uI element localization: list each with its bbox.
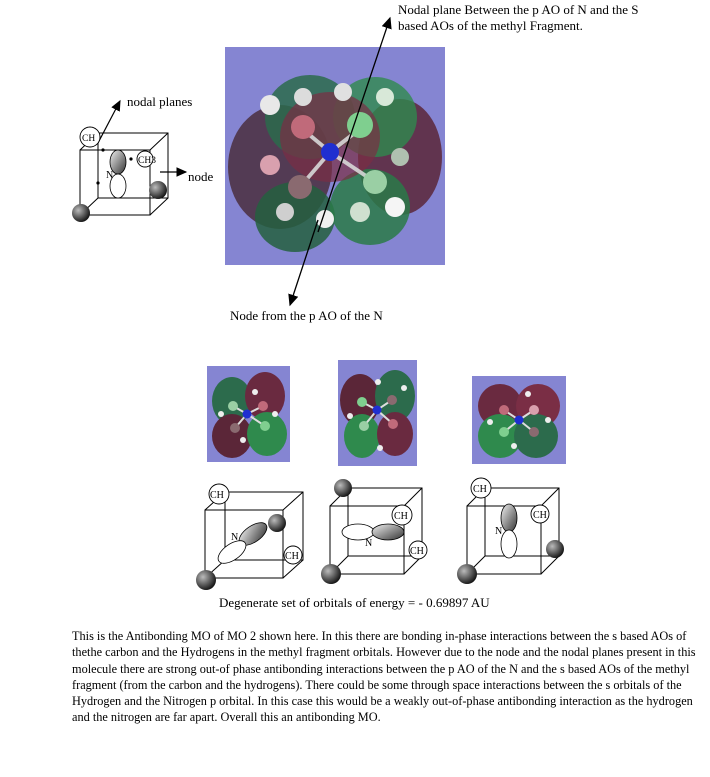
node-annotation: Node from the p AO of the N bbox=[230, 308, 383, 324]
ch3-label-c1a: CH bbox=[210, 490, 224, 501]
orbital-image-3 bbox=[472, 376, 566, 464]
orbital-render-2 bbox=[338, 360, 417, 466]
orbital-image-2 bbox=[338, 360, 417, 466]
cube-diagram-3: CH CH N bbox=[455, 476, 573, 586]
ch3-label-c3a: CH bbox=[473, 484, 487, 495]
explanation-paragraph: This is the Antibonding MO of MO 2 shown… bbox=[72, 628, 702, 726]
cube-diagram-2: CH CH N bbox=[318, 476, 436, 586]
cube-diagram-top: CH CH3 N bbox=[60, 95, 200, 230]
ch3-label-2: CH3 bbox=[138, 156, 156, 166]
n-label-c1: N bbox=[231, 532, 238, 543]
ch3-label-1: CH bbox=[82, 134, 95, 144]
degenerate-caption: Degenerate set of orbitals of energy = -… bbox=[219, 595, 490, 611]
orbital-render-3 bbox=[472, 376, 566, 464]
orbital-render-1 bbox=[207, 366, 290, 462]
n-label-c3: N bbox=[495, 526, 502, 537]
ch3-label-c2a: CH bbox=[394, 511, 408, 522]
n-label-c2: N bbox=[365, 538, 372, 549]
cube-diagram-1: CH CH N bbox=[190, 480, 315, 590]
nodal-plane-arrow bbox=[318, 18, 390, 232]
node-arrow bbox=[290, 220, 318, 305]
ch3-label-c1b: CH bbox=[285, 551, 299, 562]
ch3-label-c2b: CH bbox=[410, 546, 424, 557]
n-label-top: N bbox=[106, 170, 113, 181]
ch3-label-c3b: CH bbox=[533, 510, 547, 521]
orbital-image-1 bbox=[207, 366, 290, 462]
